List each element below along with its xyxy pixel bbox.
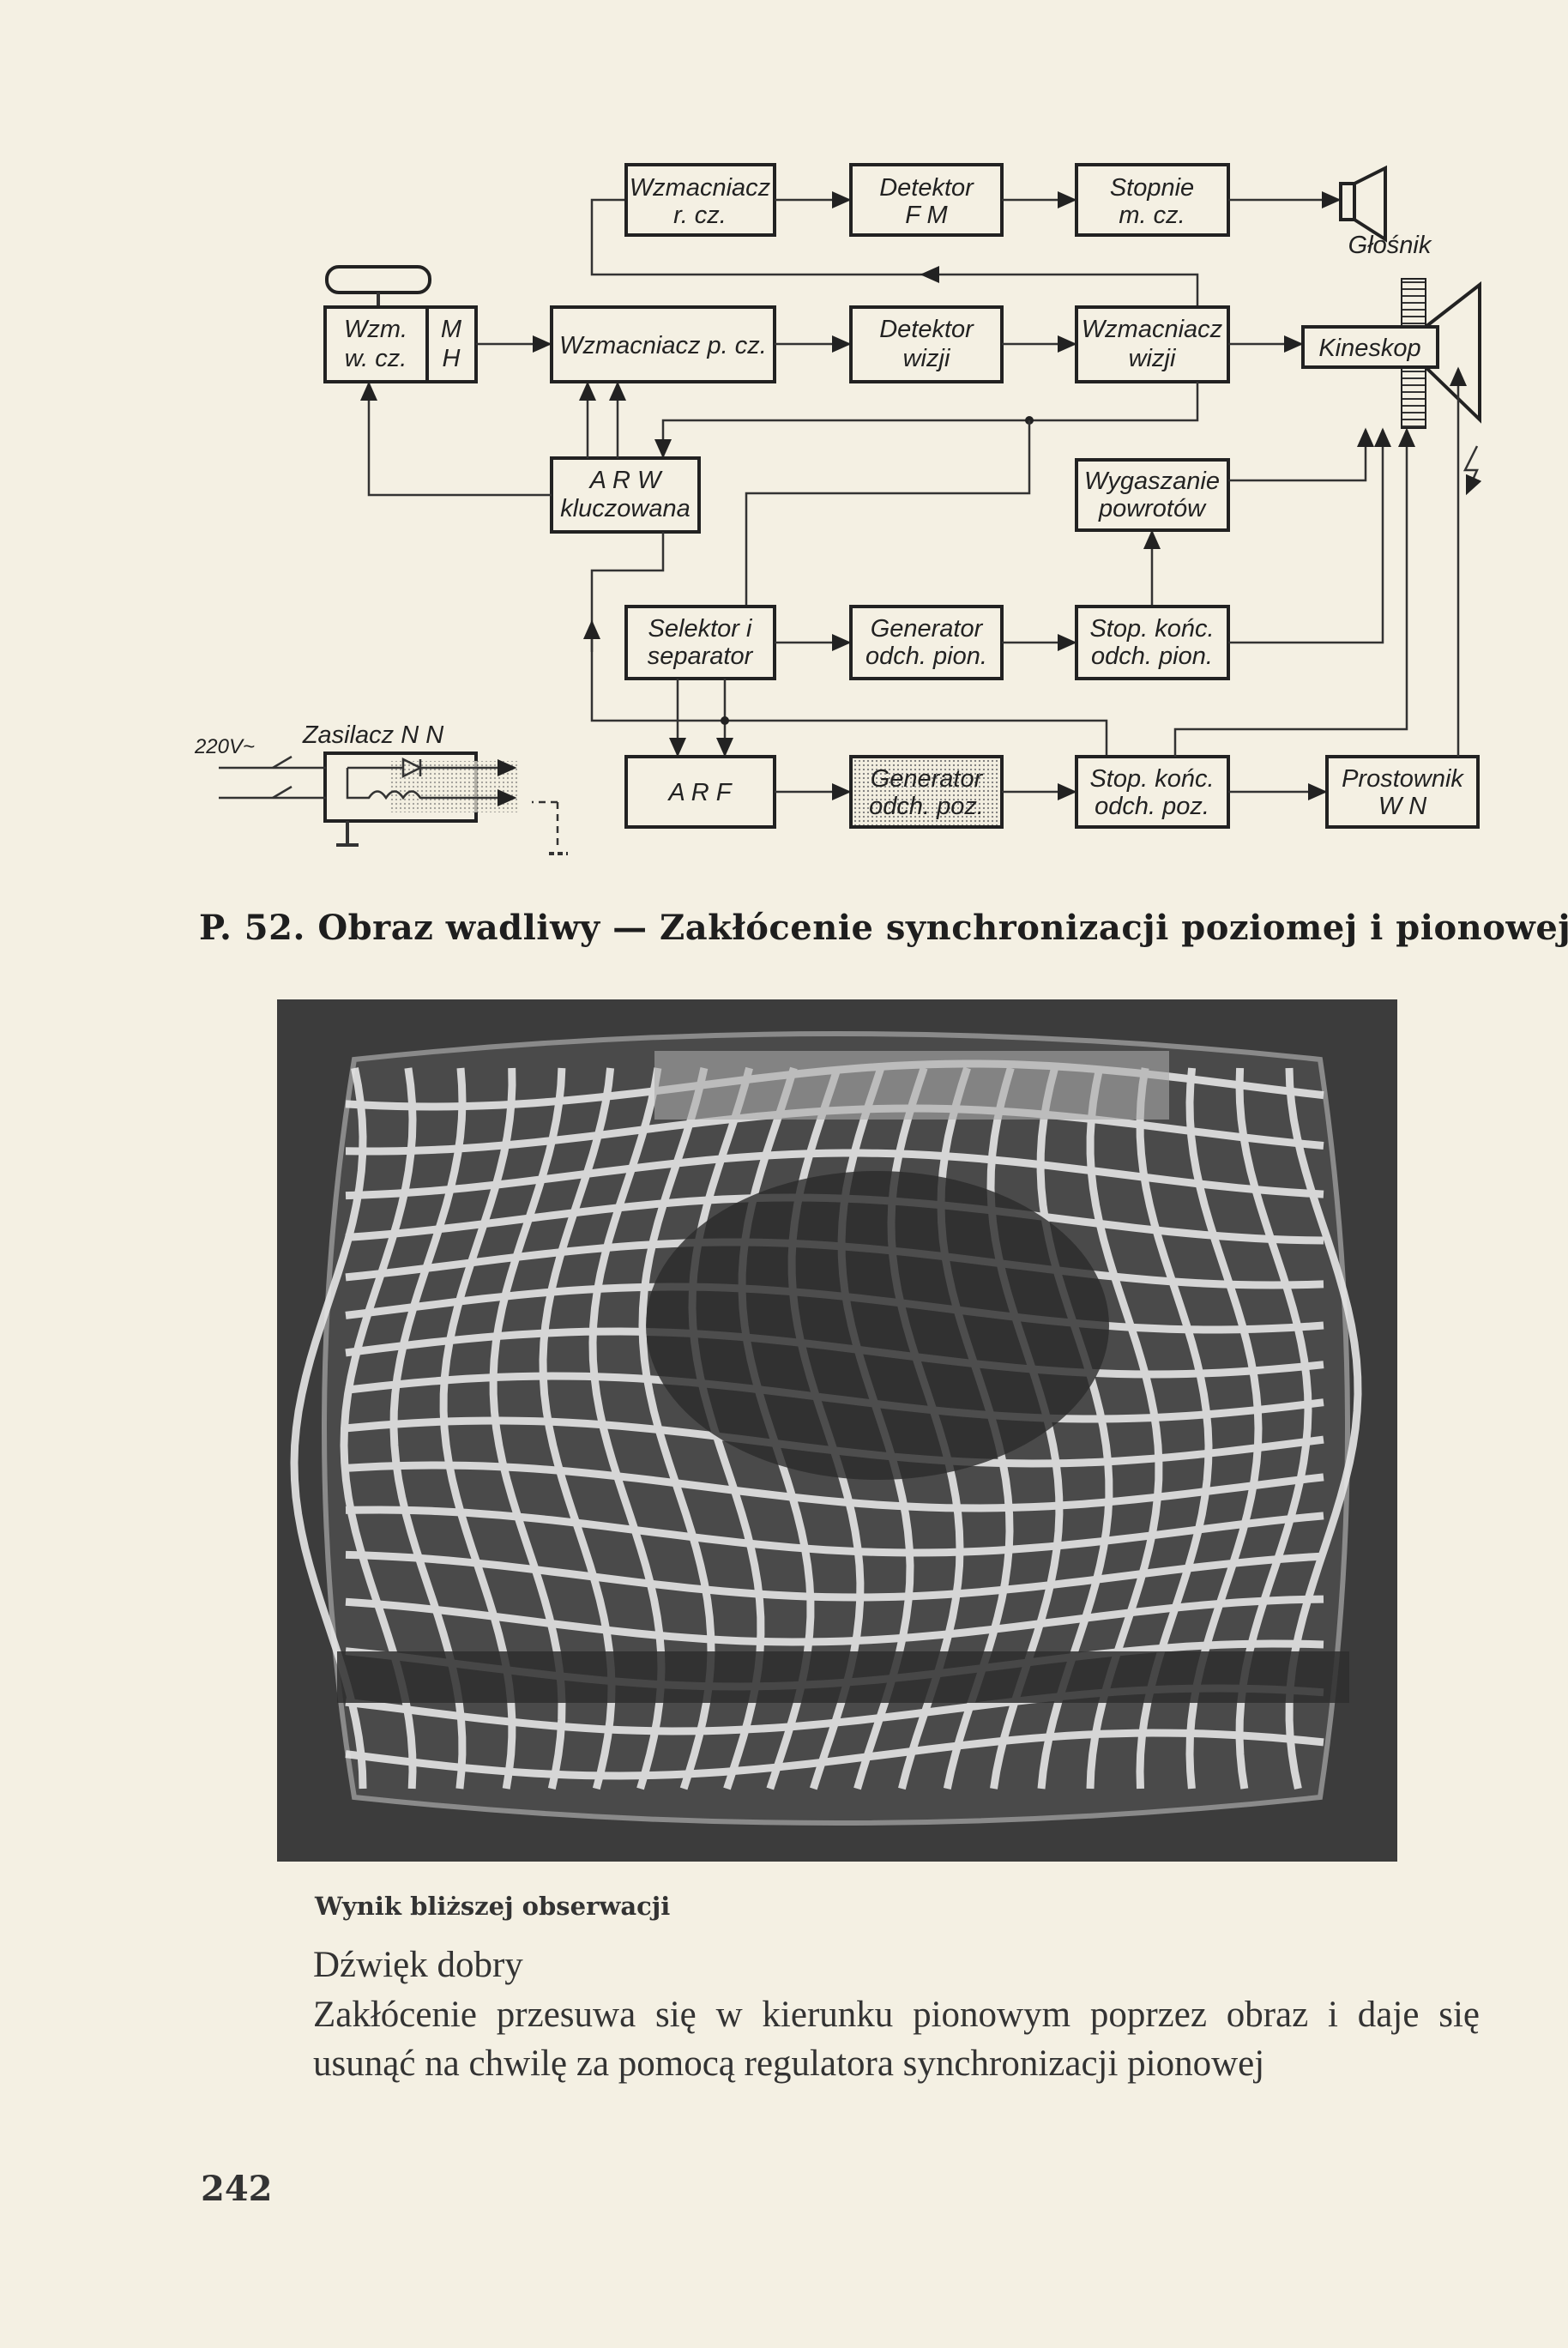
block-stopnie-mcz: Stopnie m. cz.	[1075, 163, 1230, 237]
svg-text:Kineskop: Kineskop	[1318, 335, 1420, 362]
block-wzmacniacz-wizji: Wzmacniacz wizji	[1075, 305, 1230, 383]
svg-text:A R W: A R W	[588, 467, 663, 494]
svg-text:odch. pion.: odch. pion.	[865, 643, 987, 670]
tv-screen-photo	[277, 999, 1397, 1862]
svg-text:kluczowana: kluczowana	[560, 495, 691, 522]
tv-block-diagram: Wzmacniacz r. cz. Detektor F M Stopnie m…	[194, 163, 1482, 855]
block-arw-kluczowana: A R W kluczowana	[550, 456, 701, 534]
svg-text:Stop. końc.: Stop. końc.	[1089, 765, 1214, 793]
grid-line	[345, 1595, 1324, 1646]
svg-text:Stop. końc.: Stop. końc.	[1089, 615, 1214, 643]
block-stop-konc-odch-pion: Stop. końc. odch. pion.	[1075, 605, 1230, 680]
antenna-icon	[325, 265, 431, 307]
svg-text:powrotów: powrotów	[1098, 495, 1207, 522]
block-detektor-wizji: Detektor wizji	[849, 305, 1004, 383]
kineskop-crt: Kineskop	[1301, 278, 1481, 429]
grid-line	[345, 1729, 1324, 1780]
svg-text:r. cz.: r. cz.	[673, 202, 727, 229]
svg-text:odch. pion.: odch. pion.	[1091, 643, 1213, 670]
block-wygaszanie-powrotow: Wygaszanie powrotów	[1075, 458, 1230, 532]
svg-text:w. cz.: w. cz.	[345, 345, 407, 372]
block-detektor-fm: Detektor F M	[849, 163, 1004, 237]
observation-picture: Zakłócenie przesuwa się w kierunku piono…	[313, 1995, 1480, 2084]
grid-line	[345, 1550, 1324, 1602]
svg-text:Wzmacniacz p. cz.: Wzmacniacz p. cz.	[559, 332, 767, 359]
svg-text:F M: F M	[905, 202, 948, 229]
svg-text:Wzm.: Wzm.	[344, 316, 407, 343]
high-voltage-icon	[1462, 445, 1482, 496]
svg-text:Selektor i: Selektor i	[648, 615, 753, 643]
svg-text:Wzmacniacz: Wzmacniacz	[1082, 316, 1223, 343]
block-generator-odch-poz: Generator odch. poz.	[849, 755, 1004, 829]
block-generator-odch-pion: Generator odch. pion.	[849, 605, 1004, 680]
svg-text:H: H	[443, 345, 461, 372]
svg-text:Generator: Generator	[871, 615, 984, 643]
block-wzmacniacz-rcz: Wzmacniacz r. cz.	[624, 163, 776, 237]
svg-text:Wygaszanie: Wygaszanie	[1084, 468, 1220, 495]
block-arf: A R F	[624, 755, 776, 829]
observation-sound: Dźwięk dobry	[313, 1945, 523, 1985]
svg-text:Głośnik: Głośnik	[1348, 232, 1432, 259]
block-zasilacz-nn: Zasilacz N N 220V~	[194, 721, 568, 855]
svg-text:Generator: Generator	[871, 765, 984, 793]
svg-text:Detektor: Detektor	[879, 316, 974, 343]
svg-text:Stopnie: Stopnie	[1110, 174, 1194, 202]
grid-line	[345, 1506, 1324, 1557]
svg-text:Prostownik: Prostownik	[1342, 765, 1464, 793]
svg-text:m. cz.: m. cz.	[1119, 202, 1185, 229]
grid-line	[345, 1461, 1324, 1512]
svg-text:odch. poz.: odch. poz.	[869, 793, 984, 820]
grid-line	[345, 1149, 1324, 1200]
section-heading: Wynik bliższej obserwacji	[315, 1892, 671, 1921]
page-number: 242	[201, 2169, 273, 2209]
svg-text:M: M	[441, 316, 462, 343]
svg-text:W N: W N	[1378, 793, 1426, 820]
svg-text:wizji: wizji	[1129, 345, 1177, 372]
svg-text:separator: separator	[648, 643, 754, 670]
block-selektor-separator: Selektor i separator	[624, 605, 776, 680]
block-wzm-wcz: Wzm. w. cz. M H	[323, 305, 478, 383]
block-prostownik-wn: Prostownik W N	[1325, 755, 1480, 829]
figure-caption: P. 52. Obraz wadliwy — Zakłócenie synchr…	[199, 908, 1568, 948]
speaker-icon: Głośnik	[1339, 165, 1432, 259]
svg-text:Detektor: Detektor	[879, 174, 974, 202]
svg-text:Zasilacz N N: Zasilacz N N	[302, 721, 443, 749]
svg-text:wizji: wizji	[903, 345, 951, 372]
block-wzmacniacz-pcz: Wzmacniacz p. cz.	[550, 305, 776, 383]
svg-text:odch. poz.: odch. poz.	[1095, 793, 1209, 820]
svg-text:220V~: 220V~	[194, 735, 255, 758]
svg-text:A R F: A R F	[666, 779, 733, 806]
block-stop-konc-odch-poz: Stop. końc. odch. poz.	[1075, 755, 1230, 829]
svg-text:Wzmacniacz: Wzmacniacz	[630, 174, 771, 202]
